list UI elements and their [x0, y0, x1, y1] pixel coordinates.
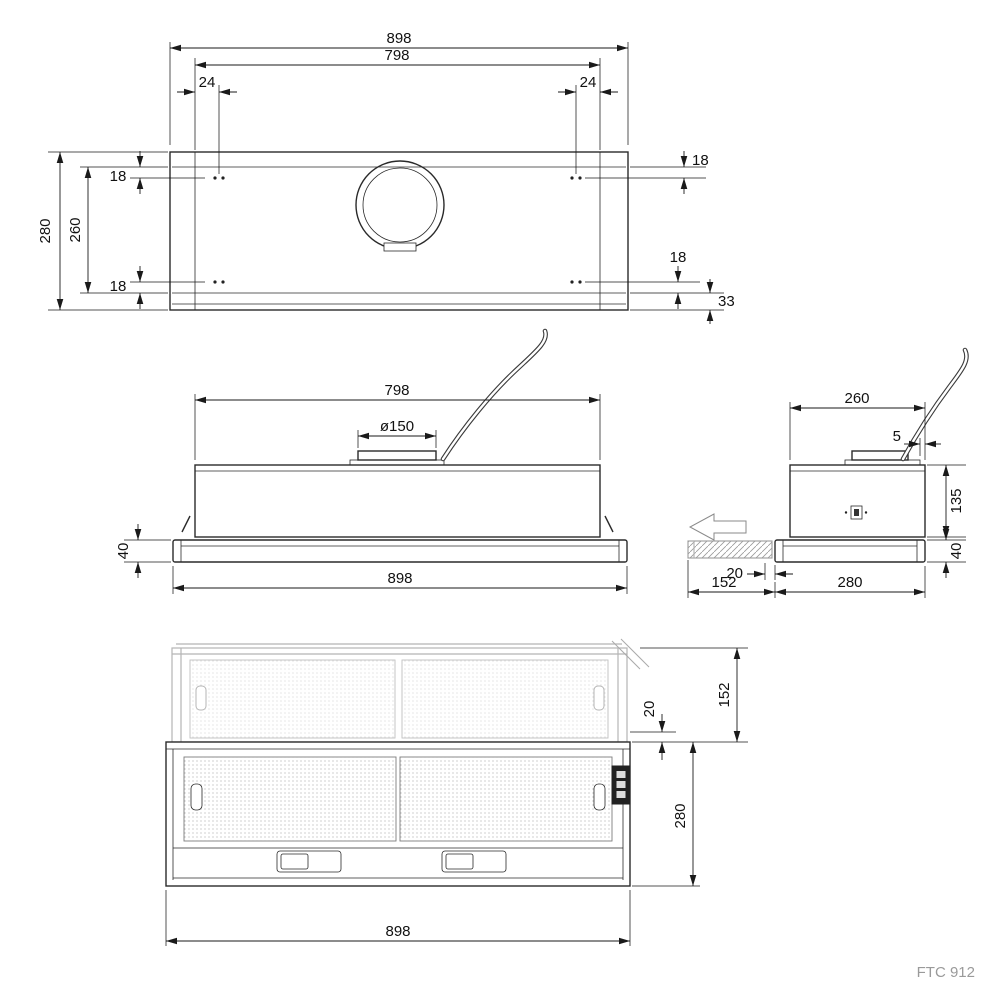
hood-body-side [789, 464, 926, 538]
slide-direction-arrow [688, 513, 747, 541]
dim-hole-inset-bottom-left-label: 18 [110, 278, 127, 295]
front-filter-clip-left [190, 783, 203, 811]
telescopic-slide [687, 540, 773, 559]
rear-grease-filter-right [401, 659, 609, 739]
mounting-holes [213, 176, 582, 284]
dim-hole-inset-bottom-left: 18 [80, 266, 205, 309]
rear-filter-clip-right [593, 685, 605, 711]
dim-rear-gap: 5 [893, 428, 941, 456]
bottom-view: 152 20 280 898 [165, 638, 748, 946]
front-grease-filter-left [183, 756, 397, 842]
top-view: 898 798 24 24 18 [37, 30, 735, 324]
lamp-left [280, 853, 309, 870]
title-block: FTC 912 [917, 964, 975, 981]
dim-top-inner-width: 798 [194, 47, 601, 150]
dim-top-overall-width-label: 898 [386, 30, 411, 47]
dim-top-overall-depth: 280 [37, 151, 168, 311]
top-view-outline [169, 151, 629, 311]
dim-side-body-depth-label: 260 [844, 390, 869, 407]
dim-front-overall-width-label: 898 [387, 570, 412, 587]
dim-body-height: 135 [927, 464, 966, 538]
dim-rear-flange-label: 33 [718, 293, 735, 310]
dim-side-visor-height: 40 [927, 524, 966, 578]
front-grease-filter-right [399, 756, 613, 842]
dim-slide-travel: 20 [726, 563, 793, 582]
dim-rear-gap-label: 5 [893, 428, 901, 445]
duct-stub-side [851, 450, 909, 461]
dim-rear-section-depth-label: 152 [716, 682, 733, 707]
dim-slide-travel-label: 20 [726, 565, 743, 582]
dim-duct-diameter-label: ø150 [380, 418, 414, 435]
side-view: 260 5 135 40 20 [687, 347, 969, 598]
dim-side-overall-depth: 280 [775, 566, 926, 598]
dim-hole-offset-left-label: 24 [199, 74, 216, 91]
visor-front [172, 539, 628, 563]
dim-slide-depth: 152 [687, 560, 776, 598]
dim-front-overall-width: 898 [172, 566, 628, 594]
power-cable-side-core [901, 348, 968, 461]
duct-collar-tab [383, 242, 417, 252]
rear-filter-clip-left [195, 685, 207, 711]
dim-hole-inset-bottom-right: 18 [585, 249, 700, 309]
dim-side-overall-depth-label: 280 [837, 574, 862, 591]
dim-rear-flange: 33 [630, 279, 735, 324]
rear-grease-filter-left [189, 659, 396, 739]
dim-front-body-width-label: 798 [384, 382, 409, 399]
duct-stub-front [357, 450, 437, 461]
power-cable-front-core [441, 329, 547, 461]
front-view: 798 ø150 40 898 [115, 328, 628, 594]
dim-side-body-depth: 260 [789, 390, 926, 460]
dim-front-visor-height: 40 [115, 524, 171, 578]
dim-side-visor-height-label: 40 [948, 543, 965, 560]
dim-front-section-depth: 280 [632, 742, 700, 887]
lamp-right [445, 853, 474, 870]
dim-front-visor-height-label: 40 [115, 543, 132, 560]
dim-top-inner-depth: 260 [67, 167, 92, 293]
slider-switch [611, 765, 631, 805]
dim-hole-inset-top-left-label: 18 [110, 168, 127, 185]
dim-hole-inset-top-left: 18 [80, 151, 205, 194]
duct-flange-side [844, 459, 921, 466]
visor-side [774, 539, 926, 563]
dim-hole-offset-left: 24 [177, 74, 237, 174]
corner-break-mark-2 [620, 638, 650, 668]
power-cable-front [440, 328, 548, 462]
duct-outlet-inner-circle [362, 167, 438, 243]
dim-overlap-label: 20 [641, 701, 658, 718]
dim-top-inner-width-label: 798 [384, 47, 409, 64]
hood-body-front [194, 464, 601, 538]
dim-hole-inset-bottom-right-label: 18 [670, 249, 687, 266]
switch-icon [844, 505, 868, 520]
dim-top-overall-depth-label: 280 [37, 218, 54, 243]
dim-bottom-overall-width: 898 [165, 890, 631, 946]
dim-overlap: 20 [630, 701, 676, 760]
dim-bottom-overall-width-label: 898 [385, 923, 410, 940]
dim-rear-section-depth: 152 [632, 647, 748, 743]
dim-top-overall-width: 898 [169, 30, 629, 145]
dim-front-section-depth-label: 280 [672, 803, 689, 828]
corner-break-mark-1 [611, 640, 641, 670]
dim-duct-diameter: ø150 [357, 418, 437, 448]
duct-flange-front [349, 459, 445, 466]
dim-slide-depth-label: 152 [711, 574, 736, 591]
dim-hole-offset-right: 24 [558, 74, 618, 174]
dim-top-inner-depth-label: 260 [67, 217, 84, 242]
dim-hole-inset-top-right-label: 18 [692, 152, 709, 169]
front-filter-clip-right [593, 783, 606, 811]
mount-hook-right [604, 515, 614, 533]
dim-hole-inset-top-right: 18 [585, 151, 709, 194]
mount-hook-left [181, 515, 191, 533]
model-label: FTC 912 [917, 964, 975, 981]
dim-hole-offset-right-label: 24 [580, 74, 597, 91]
dim-body-height-label: 135 [948, 488, 965, 513]
dim-front-body-width: 798 [194, 382, 601, 460]
